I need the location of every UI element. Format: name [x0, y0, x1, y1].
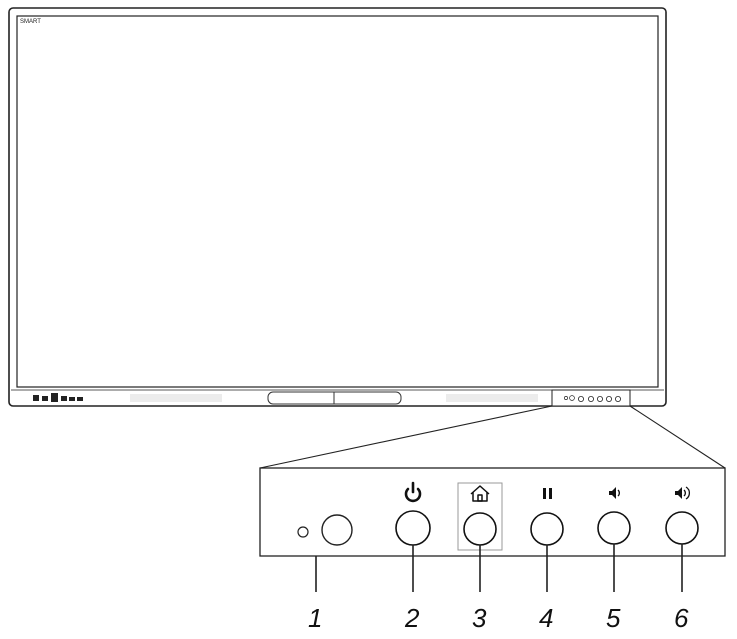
bottom-left-ports [33, 393, 83, 402]
usb-port [69, 397, 75, 401]
power-icon [404, 481, 422, 503]
callout-number-6: 6 [674, 603, 689, 633]
usb-port [77, 397, 83, 401]
zoom-leader-lines [259, 405, 726, 469]
callout-lines [315, 544, 683, 592]
volume-up-icon [675, 486, 690, 500]
speaker-grille-right [446, 394, 538, 402]
callout-number-5: 5 [606, 603, 621, 633]
power-port [33, 395, 39, 401]
hdmi-port [51, 393, 58, 402]
display [8, 7, 667, 407]
volume-down-button[interactable] [597, 487, 631, 545]
usb-port [42, 396, 48, 401]
display-screen [16, 15, 659, 388]
home-icon [470, 485, 490, 502]
network-port [61, 396, 67, 401]
pause-icon [543, 488, 552, 499]
callout-number-2: 2 [404, 603, 420, 633]
callout-number-4: 4 [539, 603, 553, 633]
front-control-panel [551, 389, 631, 407]
pen-tray [267, 391, 402, 405]
callout-number-1: 1 [308, 603, 322, 633]
brand-logo: SMART [20, 19, 41, 25]
display-frame [8, 7, 667, 407]
callout-number-3: 3 [472, 603, 487, 633]
ambient-light-sensor-icon [297, 514, 353, 546]
volume-down-icon [609, 487, 620, 499]
speaker-grille-left [130, 394, 222, 402]
